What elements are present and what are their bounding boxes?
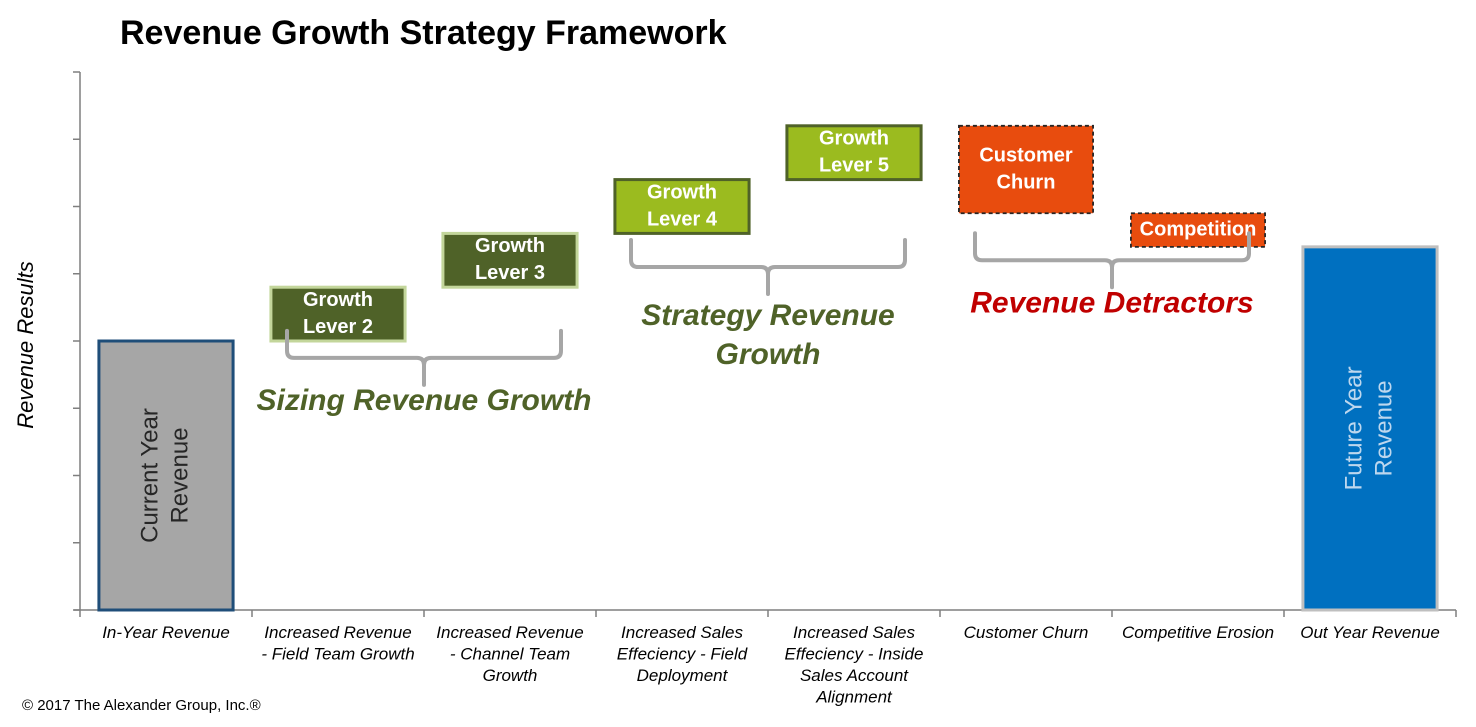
x-tick-label-line: Increased Revenue — [436, 623, 583, 642]
annotation-label-line: Growth — [716, 338, 821, 371]
bar-label-line: Revenue — [1370, 380, 1397, 476]
x-tick-label-line: Increased Sales — [621, 623, 743, 642]
bar-rect — [785, 124, 923, 182]
x-tick-label-line: Effeciency - Inside — [785, 645, 924, 664]
bar-label: Competition — [1140, 218, 1257, 240]
x-tick-label: Out Year Revenue — [1300, 623, 1440, 642]
bar-label-line: Churn — [997, 171, 1056, 193]
bar-label-line: Lever 2 — [303, 316, 373, 338]
bar-label-line: Growth — [819, 127, 889, 149]
bar-label-line: Current Year — [136, 408, 163, 543]
annotation-label: Sizing Revenue Growth — [256, 384, 591, 417]
copyright-notice: © 2017 The Alexander Group, Inc.® — [22, 697, 261, 714]
annotation-label-line: Strategy Revenue — [641, 299, 894, 332]
bar-label-line: Competition — [1140, 218, 1257, 240]
bar-label-line: Customer — [979, 144, 1073, 166]
x-tick-label-line: Out Year Revenue — [1300, 623, 1440, 642]
x-tick-label-line: Effeciency - Field — [617, 645, 748, 664]
x-tick-label-line: Growth — [483, 666, 538, 685]
bar-rect — [1301, 245, 1439, 612]
x-tick-label-line: Competitive Erosion — [1122, 623, 1274, 642]
chart-title: Revenue Growth Strategy Framework — [120, 14, 727, 52]
annotation-label: Revenue Detractors — [970, 286, 1253, 319]
annotation-group: Sizing Revenue Growth — [256, 328, 592, 417]
x-tick-label-line: - Channel Team — [450, 645, 570, 664]
bar-label-line: Lever 5 — [819, 154, 889, 176]
bar-rect — [1130, 212, 1266, 248]
annotation-group: Revenue Detractors — [970, 231, 1254, 319]
x-tick-label-line: Alignment — [815, 688, 893, 707]
x-tick-label: Competitive Erosion — [1122, 623, 1274, 642]
x-tick-label-line: Sales Account — [800, 666, 909, 685]
bar-rect — [97, 339, 235, 612]
bar-rect — [613, 178, 751, 235]
bar-label-line: Lever 4 — [647, 208, 718, 230]
x-tick-label: In-Year Revenue — [102, 623, 230, 642]
bar-label-line: Growth — [475, 235, 545, 257]
annotation-label-line: Revenue Detractors — [970, 286, 1253, 319]
annotation-bracket — [285, 328, 563, 387]
bar-decrease: Competition — [1130, 212, 1266, 248]
x-tick-label: Increased Revenue - Field Team Growth — [261, 623, 414, 664]
x-tick-label: Customer Churn — [964, 623, 1089, 642]
x-tick-label-line: - Field Team Growth — [261, 645, 414, 664]
x-tick-label-line: Increased Revenue — [264, 623, 411, 642]
bar-rect — [269, 285, 407, 343]
bar-label-line: Future Year — [1340, 366, 1367, 490]
bar-label-line: Lever 3 — [475, 262, 545, 284]
annotation-bracket — [973, 231, 1251, 290]
bar-label-line: Revenue — [166, 427, 193, 523]
x-tick-label-line: Customer Churn — [964, 623, 1089, 642]
bar-label-line: Growth — [303, 289, 373, 311]
x-tick-label-line: Increased Sales — [793, 623, 915, 642]
annotation-bracket — [629, 238, 907, 297]
bar-rect — [441, 231, 579, 289]
x-tick-label-line: In-Year Revenue — [102, 623, 230, 642]
bar-label-line: Growth — [647, 181, 717, 203]
annotation-label-line: Sizing Revenue Growth — [256, 384, 591, 417]
x-tick-label-line: Deployment — [637, 666, 729, 685]
bar-rect — [958, 124, 1094, 215]
